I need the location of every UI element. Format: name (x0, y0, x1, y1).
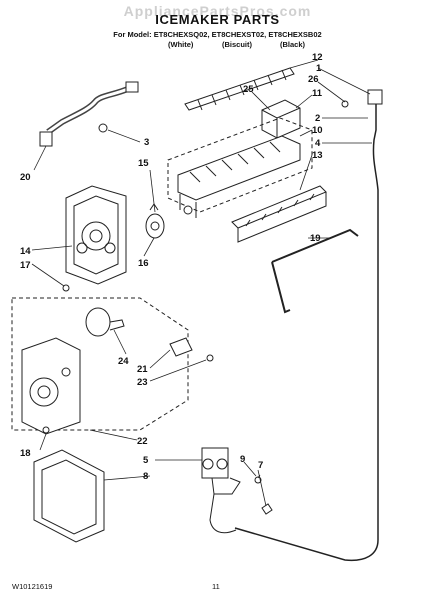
clip-23 (206, 354, 214, 362)
ice-bucket (33, 449, 105, 543)
color-black: (Black) (280, 40, 306, 49)
icemaker-mold (167, 117, 313, 218)
pn-12: 12 (312, 52, 323, 63)
fill-tube (234, 89, 383, 562)
pn-18: 18 (20, 448, 31, 459)
pn-22: 22 (137, 436, 148, 447)
clip-7 (261, 503, 273, 515)
screw-17 (62, 284, 70, 292)
pn-19: 19 (310, 233, 321, 244)
color-white: (White) (168, 40, 194, 49)
pn-7: 7 (258, 460, 263, 471)
watermark: AppliancePartsPros.com (123, 3, 312, 19)
doc-number: W10121619 (12, 582, 53, 591)
pn-24: 24 (118, 356, 129, 367)
water-valve (201, 447, 241, 534)
pn-23: 23 (137, 377, 148, 388)
color-biscuit: (Biscuit) (222, 40, 252, 49)
control-assembly-box (11, 297, 189, 431)
pn-10: 10 (312, 125, 323, 136)
model-line: For Model: ET8CHEXSQ02, ET8CHEXST02, ET8… (113, 30, 322, 39)
gear-drive (145, 203, 165, 239)
pn-9: 9 (240, 454, 245, 465)
control-module (21, 337, 81, 435)
connector-21 (169, 337, 193, 357)
motor (85, 307, 125, 337)
pn-15: 15 (138, 158, 149, 169)
pn-17: 17 (20, 260, 31, 271)
pn-1: 1 (316, 63, 322, 74)
ejector-blade (184, 67, 295, 111)
pn-14: 14 (20, 246, 31, 257)
part-labels: 12 1 26 25 11 3 2 10 4 15 13 20 14 17 16… (20, 52, 323, 482)
page-number: 11 (212, 582, 220, 591)
ice-stripper (231, 185, 327, 243)
pn-4: 4 (315, 138, 321, 149)
pn-2: 2 (315, 113, 320, 124)
pn-26: 26 (308, 74, 319, 85)
pn-5: 5 (143, 455, 149, 466)
leader-lines (31, 59, 372, 507)
pn-20: 20 (20, 172, 31, 183)
pn-16: 16 (138, 258, 149, 269)
pn-25: 25 (243, 84, 254, 95)
screw-18 (42, 426, 50, 434)
pn-8: 8 (143, 471, 148, 482)
wire-harness (39, 81, 139, 147)
page-title: ICEMAKER PARTS (155, 12, 280, 27)
icemaker-cover (261, 99, 301, 139)
shutoff-arm (271, 228, 359, 314)
control-housing (65, 185, 127, 285)
pn-3: 3 (144, 137, 149, 148)
pn-21: 21 (137, 364, 148, 375)
pn-13: 13 (312, 150, 323, 161)
pn-11: 11 (312, 88, 323, 99)
